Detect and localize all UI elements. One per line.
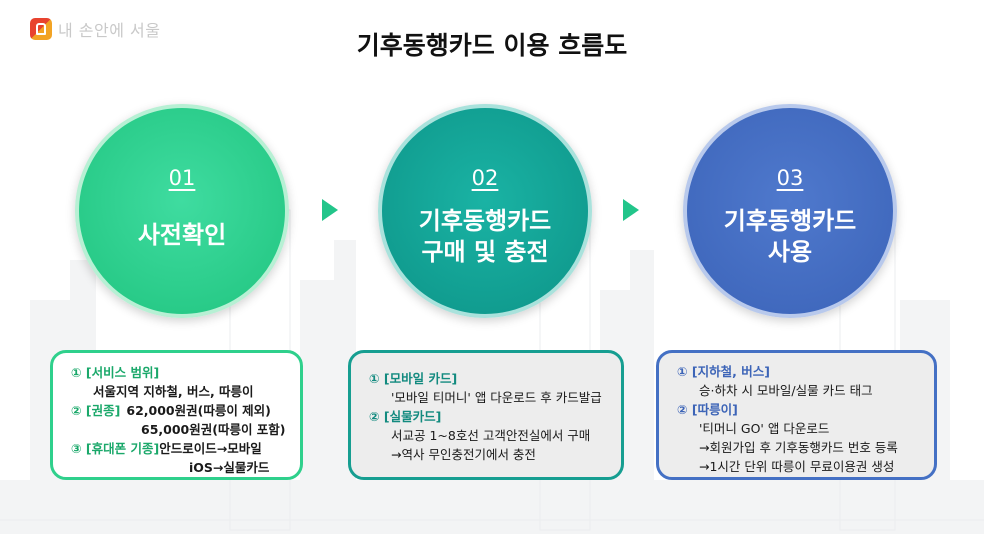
physical-card-heading: ② [실물카드] bbox=[369, 407, 609, 426]
bike-text-1: '티머니 GO' 앱 다운로드 bbox=[677, 419, 922, 438]
phone-type-value-1: 안드로이드→모바일 bbox=[159, 439, 261, 458]
service-scope-text: 서울지역 지하철, 버스, 따릉이 bbox=[71, 382, 288, 401]
step-3-circle: 03 기후동행카드 사용 bbox=[683, 104, 897, 318]
ticket-type-value-1: 62,000원권(따릉이 제외) bbox=[126, 401, 271, 420]
physical-card-text-2: →역사 무인충전기에서 충전 bbox=[369, 445, 609, 464]
subway-bus-heading: ① [지하철, 버스] bbox=[677, 362, 922, 381]
mobile-card-heading: ① [모바일 카드] bbox=[369, 369, 609, 388]
step-1-detail-box: ① [서비스 범위] 서울지역 지하철, 버스, 따릉이 ② [권종] 62,0… bbox=[50, 350, 303, 480]
subway-bus-text: 승·하차 시 모바일/실물 카드 태그 bbox=[677, 381, 922, 400]
arrow-right-icon bbox=[623, 199, 639, 221]
step-1-label: 사전확인 bbox=[79, 220, 285, 251]
mobile-card-text: '모바일 티머니' 앱 다운로드 후 카드발급 bbox=[369, 388, 609, 407]
arrow-right-icon bbox=[322, 199, 338, 221]
ticket-type-row: ② [권종] 62,000원권(따릉이 제외) bbox=[71, 401, 288, 420]
step-2-label: 기후동행카드 구매 및 충전 bbox=[382, 206, 588, 268]
step-1-number: 01 bbox=[79, 166, 285, 190]
step-2-detail-box: ① [모바일 카드] '모바일 티머니' 앱 다운로드 후 카드발급 ② [실물… bbox=[348, 350, 624, 480]
phone-type-row: ③ [휴대폰 기종] 안드로이드→모바일 bbox=[71, 439, 288, 458]
phone-type-value-2: iOS→실물카드 bbox=[71, 458, 288, 477]
ticket-type-value-2: 65,000원권(따릉이 포함) bbox=[71, 420, 288, 439]
step-2-circle: 02 기후동행카드 구매 및 충전 bbox=[378, 104, 592, 318]
service-scope-heading: ① [서비스 범위] bbox=[71, 363, 288, 382]
ticket-type-heading: ② [권종] bbox=[71, 401, 120, 420]
step-3-number: 03 bbox=[687, 166, 893, 190]
bike-text-3: →1시간 단위 따릉이 무료이용권 생성 bbox=[677, 457, 922, 476]
step-2-number: 02 bbox=[382, 166, 588, 190]
phone-type-heading: ③ [휴대폰 기종] bbox=[71, 439, 159, 458]
step-3-detail-box: ① [지하철, 버스] 승·하차 시 모바일/실물 카드 태그 ② [따릉이] … bbox=[656, 350, 937, 480]
page-title: 기후동행카드 이용 흐름도 bbox=[0, 26, 984, 62]
step-3-label: 기후동행카드 사용 bbox=[687, 206, 893, 268]
step-1-circle: 01 사전확인 bbox=[75, 104, 289, 318]
bike-text-2: →회원가입 후 기후동행카드 번호 등록 bbox=[677, 438, 922, 457]
physical-card-text-1: 서교공 1~8호선 고객안전실에서 구매 bbox=[369, 426, 609, 445]
bike-heading: ② [따릉이] bbox=[677, 400, 922, 419]
